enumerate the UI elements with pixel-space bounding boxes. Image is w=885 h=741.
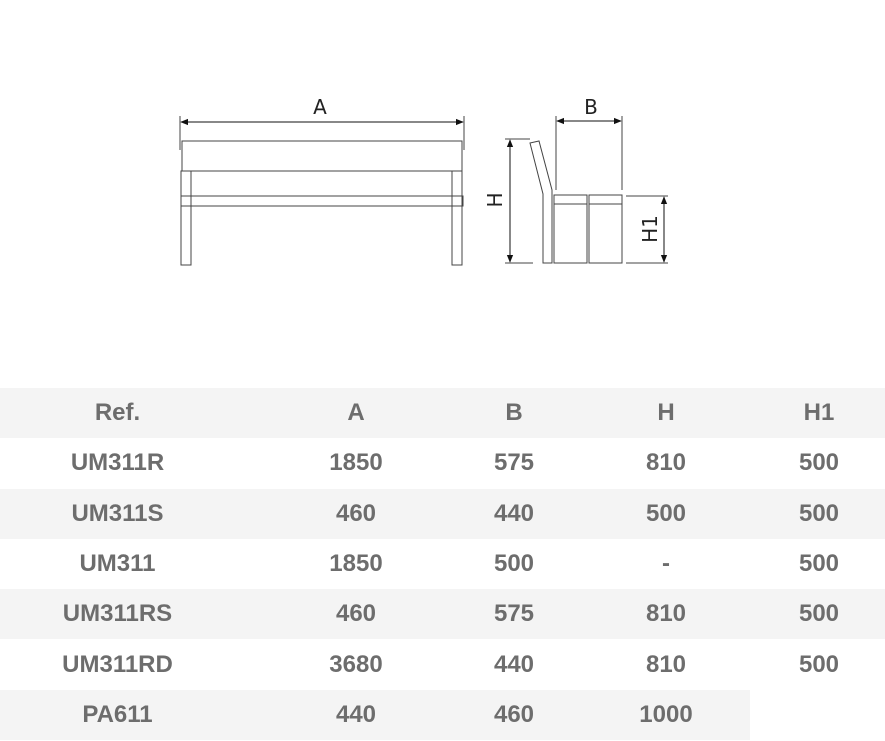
table-cell: UM311 <box>79 550 156 578</box>
table-row: UM311R 1850 575 810 500 <box>0 438 885 488</box>
table-cell: 500 <box>798 449 840 477</box>
table-cell: 460 <box>493 700 535 728</box>
header-cell: H <box>657 399 675 427</box>
table-cell: 810 <box>645 650 687 678</box>
table-header-row: Ref. A B H H1 <box>0 388 885 439</box>
table-row: UM311S 460 440 500 500 <box>0 488 885 539</box>
label-h1: H1 <box>638 215 662 243</box>
table-cell: 460 <box>335 499 377 527</box>
table-row: UM311RS 460 575 810 500 <box>0 589 885 640</box>
table-row: UM311 1850 500 - 500 <box>0 539 885 589</box>
table-row: UM311RD 3680 440 810 500 <box>0 639 885 689</box>
table-cell: PA611 <box>82 700 153 728</box>
table-cell: - <box>662 550 670 578</box>
table-cell: 1850 <box>329 449 383 477</box>
header-cell: H1 <box>803 399 835 427</box>
label-h: H <box>483 192 507 207</box>
table-cell: UM311R <box>70 449 165 477</box>
table-cell: 500 <box>798 499 840 527</box>
table-cell: 440 <box>335 700 377 728</box>
front-view <box>179 116 465 266</box>
header-cell: Ref. <box>94 399 141 427</box>
table-cell: 500 <box>645 499 687 527</box>
table-cell: UM311RD <box>62 650 173 678</box>
table-cell: UM311RS <box>62 600 173 628</box>
header-cell: A <box>347 399 365 427</box>
table-cell: 440 <box>493 650 535 678</box>
table-cell: 500 <box>798 650 840 678</box>
table-cell: 1850 <box>329 550 383 578</box>
table-cell: UM311S <box>71 499 164 527</box>
table-cell: 440 <box>493 499 535 527</box>
table-cell: 3680 <box>329 650 383 678</box>
table-cell: 500 <box>493 550 535 578</box>
table-cell: 460 <box>335 600 377 628</box>
side-view <box>505 116 668 264</box>
table-cell: 575 <box>493 600 535 628</box>
header-cell: B <box>505 399 523 427</box>
label-a: A <box>313 95 327 119</box>
table-cell: 1000 <box>639 700 693 728</box>
table-cell: 500 <box>798 550 840 578</box>
dimensions-table: Ref. A B H H1 UM311R 1850 575 810 500 UM… <box>0 388 885 741</box>
table-row: PA611 440 460 1000 <box>0 689 885 741</box>
table-cell: 810 <box>645 449 687 477</box>
bench-dimension-drawing: A B H H1 <box>179 95 668 266</box>
table-cell: 500 <box>798 600 840 628</box>
table-cell: 810 <box>645 600 687 628</box>
table-cell: 575 <box>493 449 535 477</box>
label-b: B <box>584 95 598 119</box>
